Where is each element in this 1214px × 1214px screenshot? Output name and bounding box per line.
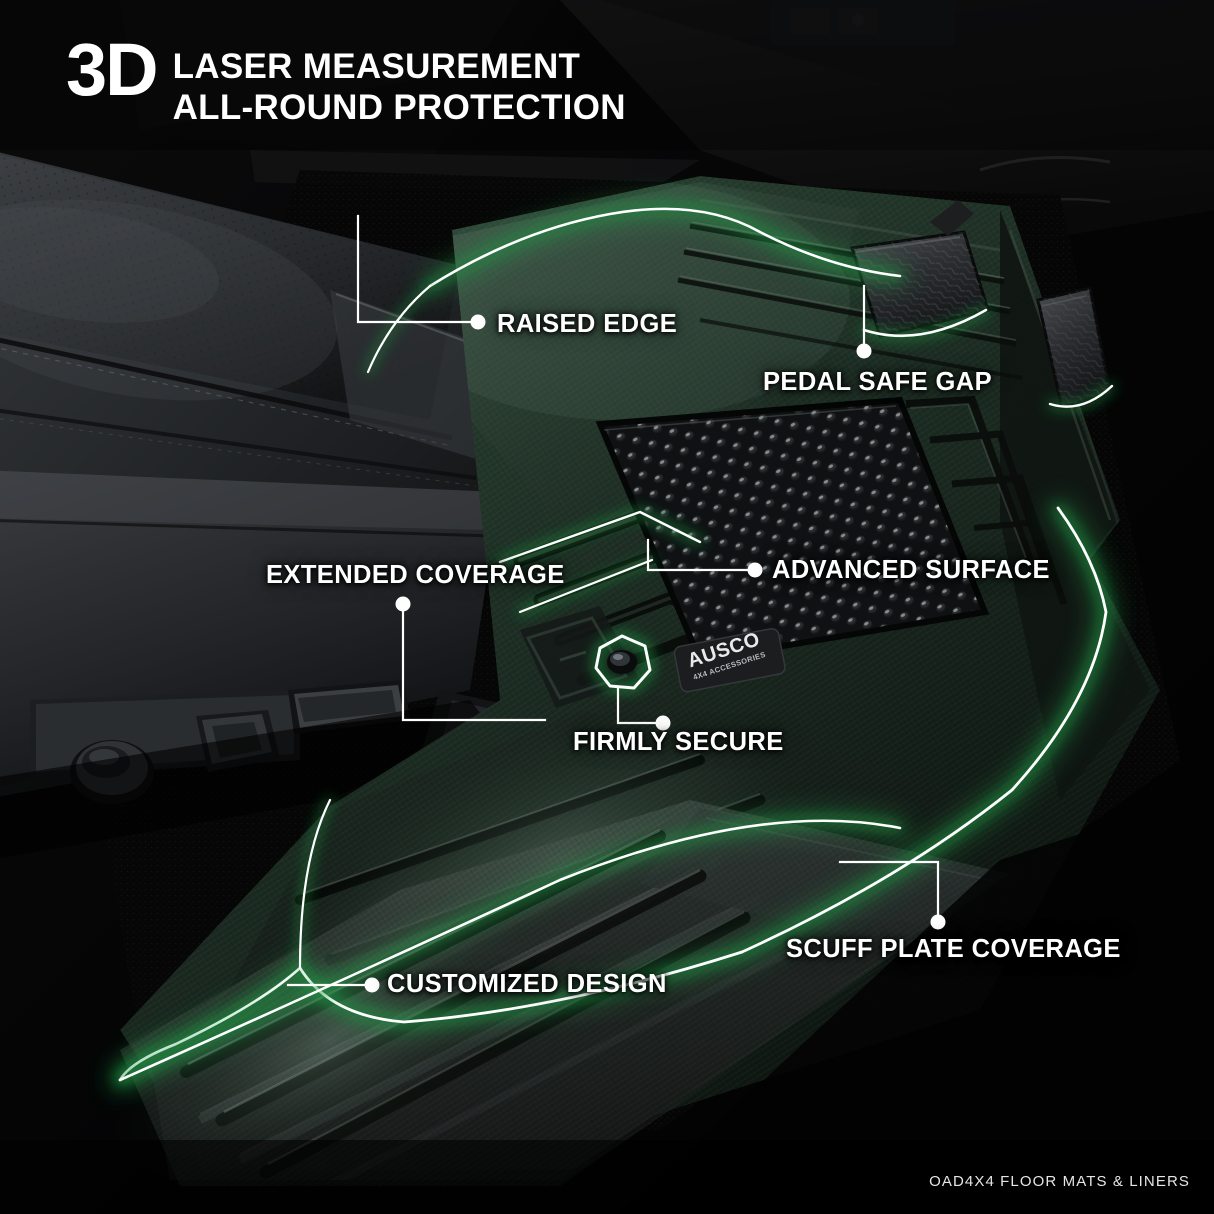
leader-extended-coverage [401, 602, 547, 722]
footer-brand-text: OAD4X4 FLOOR MATS & LINERS [929, 1173, 1190, 1190]
mat-perimeter-trace [114, 202, 1113, 1086]
accelerator-pedal [1036, 286, 1112, 410]
driver-seat [0, 150, 560, 860]
advanced-surface-trace [496, 508, 704, 615]
dot-firmly-secure [655, 715, 671, 731]
scuff-edge-trace [114, 814, 906, 1086]
leader-scuff-plate-coverage [838, 860, 940, 924]
leader-firmly-secure [616, 686, 665, 725]
callout-dots [364, 314, 946, 993]
dimpled-heel-pad [600, 400, 985, 660]
left-mat-edge-trace [297, 283, 433, 971]
dot-pedal-safe-gap [856, 343, 872, 359]
callout-label-advanced-surface: ADVANCED SURFACE [772, 556, 1050, 584]
leader-advanced-surface [646, 538, 757, 572]
pedal-gap-trace [860, 306, 1115, 410]
callout-label-customized-design: CUSTOMIZED DESIGN [387, 970, 667, 998]
callout-label-firmly-secure: FIRMLY SECURE [573, 728, 784, 756]
dashboard-region [0, 0, 1214, 250]
callout-label-scuff-plate-coverage: SCUFF PLATE COVERAGE [786, 935, 1121, 963]
dot-scuff-plate-coverage [930, 914, 946, 930]
ausco-badge: AUSCO 4X4 ACCESSORIES [673, 627, 786, 693]
dot-advanced-surface [747, 562, 763, 578]
dot-extended-coverage [395, 596, 411, 612]
leader-raised-edge [356, 214, 480, 324]
retention-clip-highlight [592, 632, 654, 692]
callout-label-pedal-safe-gap: PEDAL SAFE GAP [763, 368, 992, 396]
callout-label-raised-edge: RAISED EDGE [497, 310, 678, 338]
dot-raised-edge [470, 314, 486, 330]
callout-label-extended-coverage: EXTENDED COVERAGE [266, 561, 565, 589]
dot-customized-design [364, 977, 380, 993]
